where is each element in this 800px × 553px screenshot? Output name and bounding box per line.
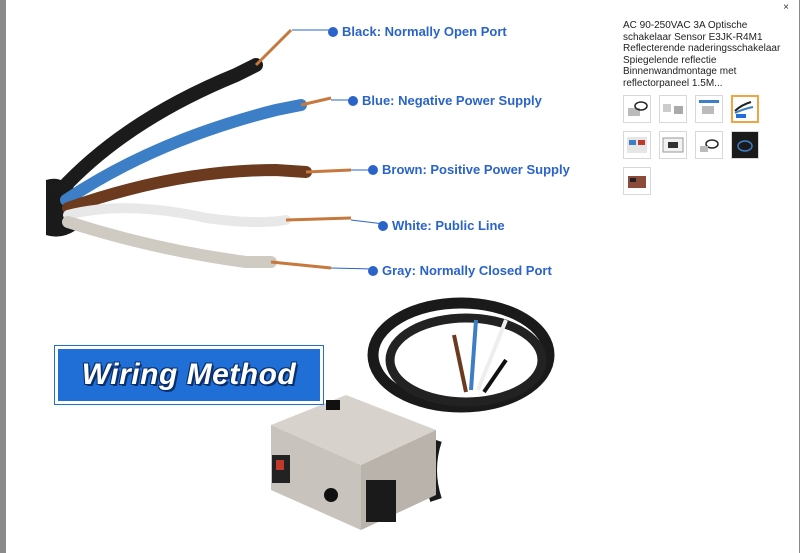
callout-label: Gray: Normally Closed Port	[382, 263, 552, 278]
callout-brown: Brown: Positive Power Supply	[368, 162, 570, 177]
thumbnail-sensor-image	[663, 104, 683, 114]
callout-dot-icon	[368, 265, 378, 276]
thumbnail-wiring-image	[734, 101, 754, 118]
image-viewer-modal: Black: Normally Open Port Blue: Negative…	[6, 0, 799, 553]
thumbnail-sensor-image	[628, 101, 648, 116]
wiring-method-badge: Wiring Method	[55, 346, 323, 404]
callout-gray: Gray: Normally Closed Port	[368, 263, 552, 278]
callout-dot-icon	[328, 26, 338, 37]
callout-label: Blue: Negative Power Supply	[362, 93, 542, 108]
thumbnail-6[interactable]	[659, 131, 687, 159]
thumbnail-sensor-image	[662, 137, 684, 153]
thumbnail-3[interactable]	[695, 95, 723, 123]
callout-label: White: Public Line	[392, 218, 505, 233]
callout-dot-icon	[378, 220, 388, 231]
callout-white: White: Public Line	[378, 218, 505, 233]
thumbnail-4-selected[interactable]	[731, 95, 759, 123]
callout-dot-icon	[348, 95, 358, 106]
thumbnail-5[interactable]	[623, 131, 651, 159]
callout-blue: Blue: Negative Power Supply	[348, 93, 542, 108]
product-title: AC 90-250VAC 3A Optische schakelaar Sens…	[623, 20, 781, 89]
cable-wires-illustration	[46, 28, 555, 530]
callout-black: Black: Normally Open Port	[328, 24, 507, 39]
thumbnail-grid	[623, 95, 793, 195]
product-sidebar: AC 90-250VAC 3A Optische schakelaar Sens…	[623, 20, 793, 195]
thumbnail-sensor-image	[732, 132, 758, 158]
thumbnail-sensor-image	[627, 137, 647, 153]
callout-label: Brown: Positive Power Supply	[382, 162, 570, 177]
close-button[interactable]: ×	[783, 2, 789, 13]
product-main-image: Black: Normally Open Port Blue: Negative…	[6, 0, 606, 553]
thumbnail-9[interactable]	[623, 167, 651, 195]
thumbnail-1[interactable]	[623, 95, 651, 123]
thumbnail-2[interactable]	[659, 95, 687, 123]
thumbnail-sensor-image	[700, 139, 719, 152]
thumbnail-sensor-image	[699, 100, 719, 114]
thumbnail-7[interactable]	[695, 131, 723, 159]
callout-label: Black: Normally Open Port	[342, 24, 507, 39]
thumbnail-sensor-image	[628, 176, 646, 188]
thumbnail-8[interactable]	[731, 131, 759, 159]
callout-dot-icon	[368, 164, 378, 175]
